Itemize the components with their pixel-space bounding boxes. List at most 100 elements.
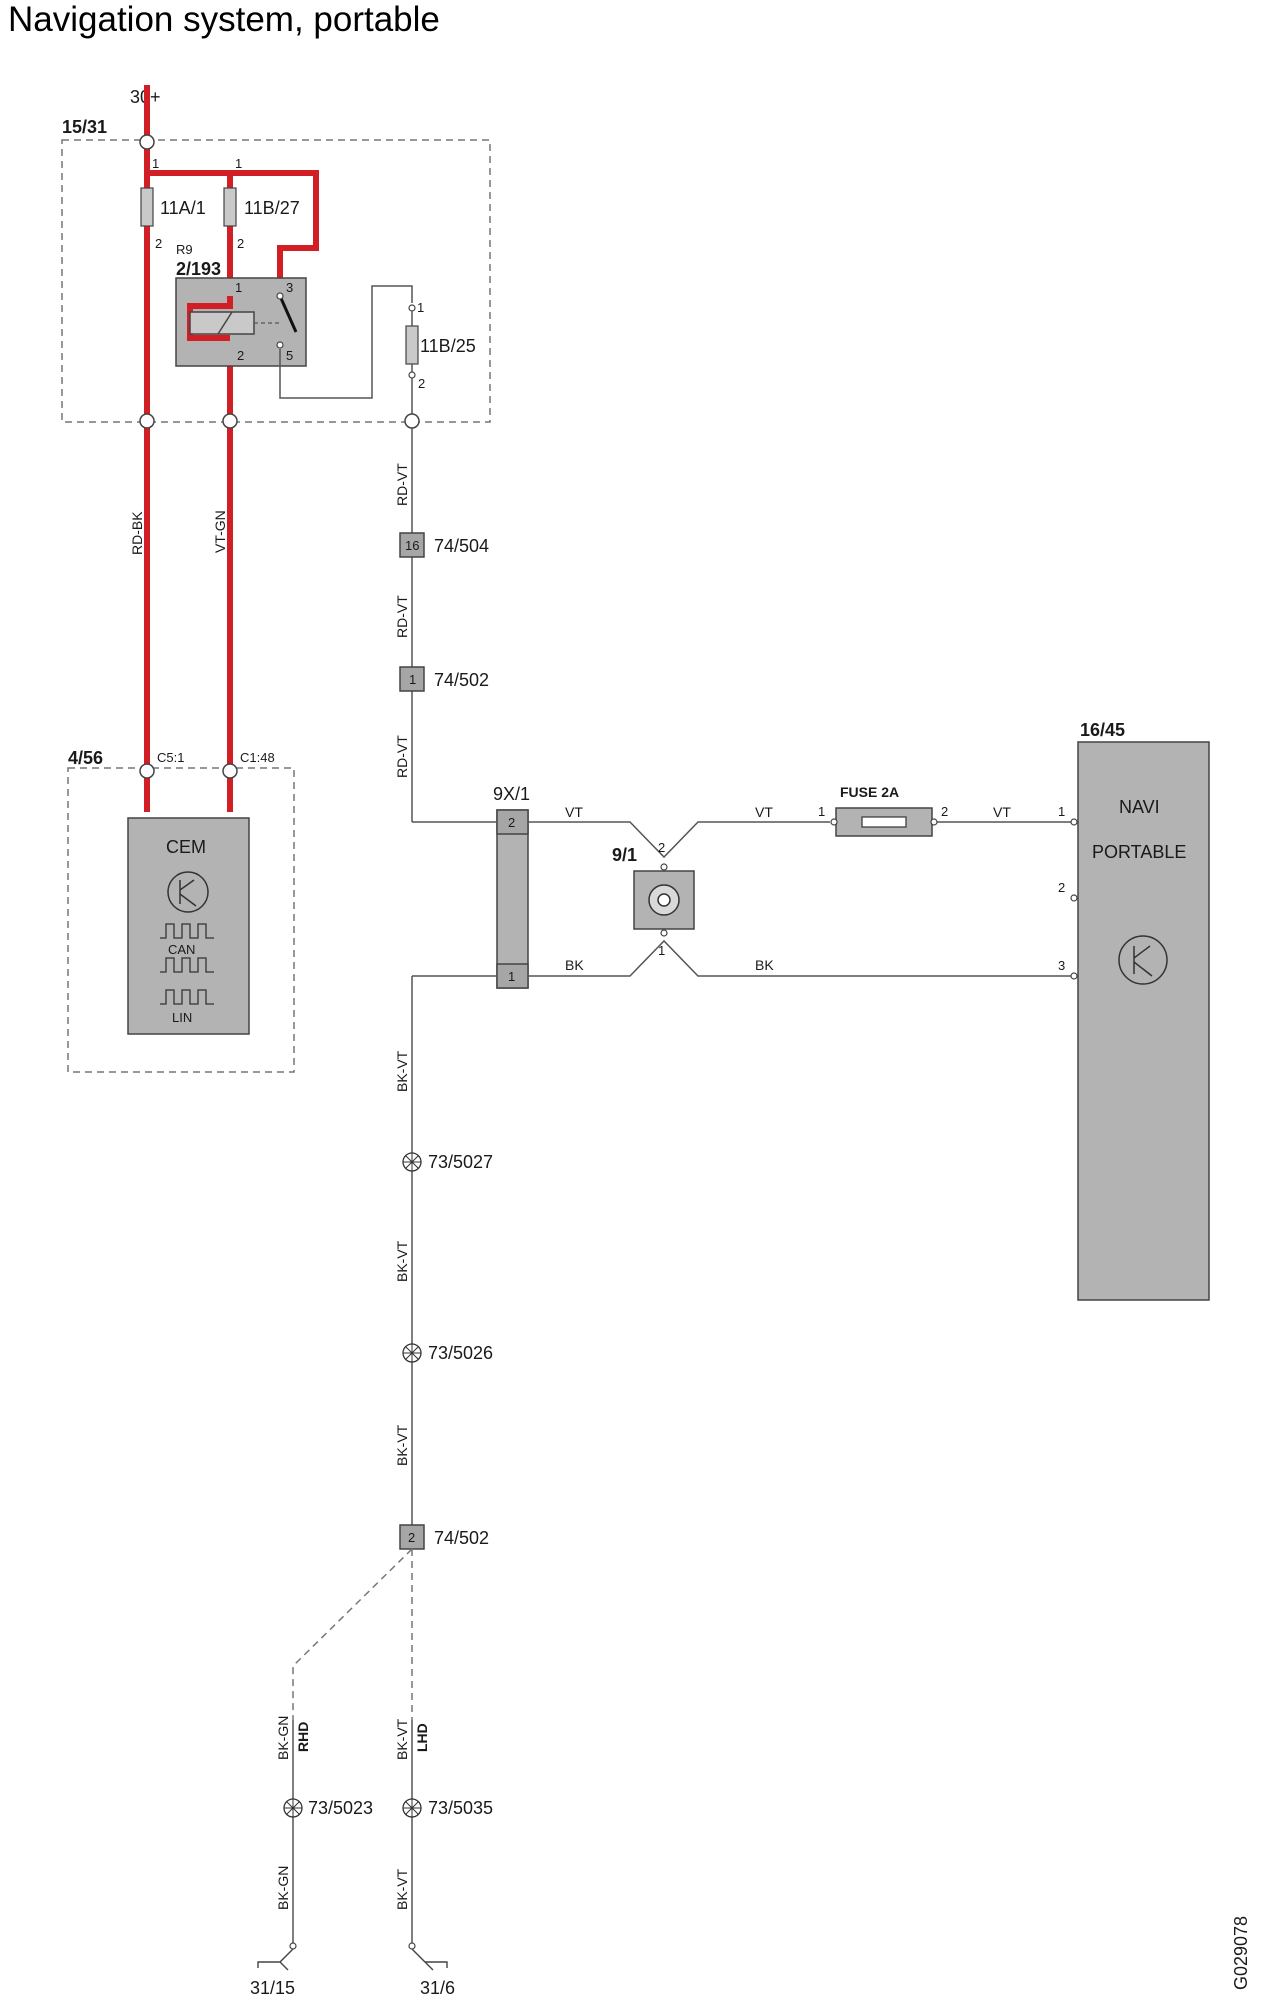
- splice-73-5035: 73/5035: [428, 1798, 493, 1818]
- relay-contact: [276, 292, 284, 300]
- wire-bk-vt-label: BK-VT: [394, 1718, 410, 1760]
- connector-9-1-socket: [657, 893, 671, 907]
- pin-label: 1: [235, 156, 242, 171]
- transistor-icon: [1118, 935, 1168, 985]
- relay-switch: [278, 295, 298, 333]
- ground-icon: [411, 1948, 448, 1971]
- node: [139, 413, 155, 429]
- wire-bk: [412, 939, 1074, 977]
- connector-74-502-b: [399, 1524, 425, 1550]
- wire-bk-vt-label: BK-VT: [394, 1424, 410, 1466]
- connector-74-504-label: 74/504: [434, 536, 489, 556]
- square-wave-icon: [160, 923, 214, 939]
- connector-74-502-b-label: 74/502: [434, 1528, 489, 1548]
- pin-label: 2: [237, 348, 244, 363]
- pin: [830, 818, 838, 826]
- relay-coil-wire: [187, 296, 233, 341]
- pin-label: 1: [152, 156, 159, 171]
- connector-74-504: [399, 532, 425, 558]
- splice-73-5023: 73/5023: [308, 1798, 373, 1818]
- splice-73-5027: 73/5027: [428, 1152, 493, 1172]
- wire-vt-label: VT: [565, 804, 583, 820]
- fuse-11b-25-label: 11B/25: [420, 336, 476, 356]
- connector-pin: 1: [508, 969, 515, 984]
- figure-id: G029078: [1231, 1916, 1251, 1990]
- fuse-11a-1: [140, 187, 154, 227]
- cem-module: [127, 817, 250, 1035]
- ground-node: [289, 1942, 297, 1950]
- fuse-pin: [408, 371, 416, 379]
- wire-vt-gn: VT-GN: [212, 510, 228, 553]
- connector-74-502-a-label: 74/502: [434, 670, 489, 690]
- fuse-2a-element: [861, 816, 907, 828]
- ground-node: [408, 1942, 416, 1950]
- relay-coil: [189, 311, 255, 335]
- wire-rd-vt: RD-VT: [394, 735, 410, 778]
- splice-73-5026: 73/5026: [428, 1343, 493, 1363]
- ground-31-15: 31/15: [250, 1978, 295, 1998]
- splice-icon: [402, 1798, 422, 1818]
- transistor-icon: [179, 879, 197, 907]
- pin-label: 1: [1058, 804, 1065, 819]
- pin: [660, 863, 668, 871]
- navi-box-id: 16/45: [1080, 720, 1125, 740]
- pin-label: 2: [418, 376, 425, 391]
- wire-rd-bk: RD-BK: [129, 511, 145, 555]
- box-15-31-label: 15/31: [62, 117, 107, 137]
- pin-label: 5: [286, 348, 293, 363]
- pin: [930, 818, 938, 826]
- pin: [660, 929, 668, 937]
- splice-icon: [283, 1798, 303, 1818]
- cem-pin-c51: C5:1: [157, 750, 184, 765]
- wire-bk-vt-label: BK-VT: [394, 1050, 410, 1092]
- relay-id: 2/193: [176, 259, 221, 279]
- wire-bk-label: BK: [565, 957, 584, 973]
- connector-pin: 16: [405, 538, 419, 553]
- variant-rhd: RHD: [295, 1722, 311, 1752]
- node: [222, 413, 238, 429]
- pin-label: 1: [417, 300, 424, 315]
- wire-rd-vt: RD-VT: [394, 463, 410, 506]
- pin-label: 2: [155, 236, 162, 251]
- ground-icon: [257, 1948, 294, 1971]
- wire-bk-vt-label: BK-VT: [394, 1868, 410, 1910]
- pin-label: 2: [658, 840, 665, 855]
- wire-bk-label: BK: [755, 957, 774, 973]
- node: [222, 763, 238, 779]
- relay-coil-slash: [217, 311, 233, 335]
- fuse-11a-1-label: 11A/1: [160, 198, 206, 218]
- variant-lhd: LHD: [414, 1723, 430, 1752]
- pin-label: 2: [237, 236, 244, 251]
- pin-label: 2: [941, 804, 948, 819]
- box-15-31: [61, 139, 491, 423]
- wire-vt-label: VT: [993, 804, 1011, 820]
- node-30: [139, 134, 155, 150]
- pin: [1070, 972, 1078, 980]
- connector-74-502-a: [399, 666, 425, 692]
- connector-9-1-label: 9/1: [612, 845, 637, 865]
- navi-portable-module: [1077, 741, 1210, 1301]
- cem-name: CEM: [166, 837, 206, 857]
- cem-lin: LIN: [172, 1010, 192, 1025]
- wire-bk-gn-label: BK-GN: [275, 1866, 291, 1910]
- box-4-56: [67, 767, 295, 1073]
- connector-9x1: [496, 809, 529, 989]
- square-wave-icon: [160, 989, 214, 1005]
- pin-label: 3: [286, 280, 293, 295]
- connector-pin: 2: [508, 815, 515, 830]
- wire-vt: [528, 821, 1074, 859]
- navi-line1: NAVI: [1119, 797, 1160, 817]
- fuse-11b-27-label: 11B/27: [244, 198, 300, 218]
- fuse-pin: [408, 304, 416, 312]
- wire-bk-vt-label: BK-VT: [394, 1240, 410, 1282]
- pin-label: 1: [658, 943, 665, 958]
- connector-9x1-label: 9X/1: [493, 784, 530, 804]
- pin-label: 1: [235, 280, 242, 295]
- navi-line2: PORTABLE: [1092, 842, 1186, 862]
- fuse-2a-label: FUSE 2A: [840, 784, 899, 800]
- wire-rd-vt: RD-VT: [394, 595, 410, 638]
- ground-31-6: 31/6: [420, 1978, 455, 1998]
- cem-can: CAN: [168, 942, 195, 957]
- relay-ref: R9: [176, 242, 193, 257]
